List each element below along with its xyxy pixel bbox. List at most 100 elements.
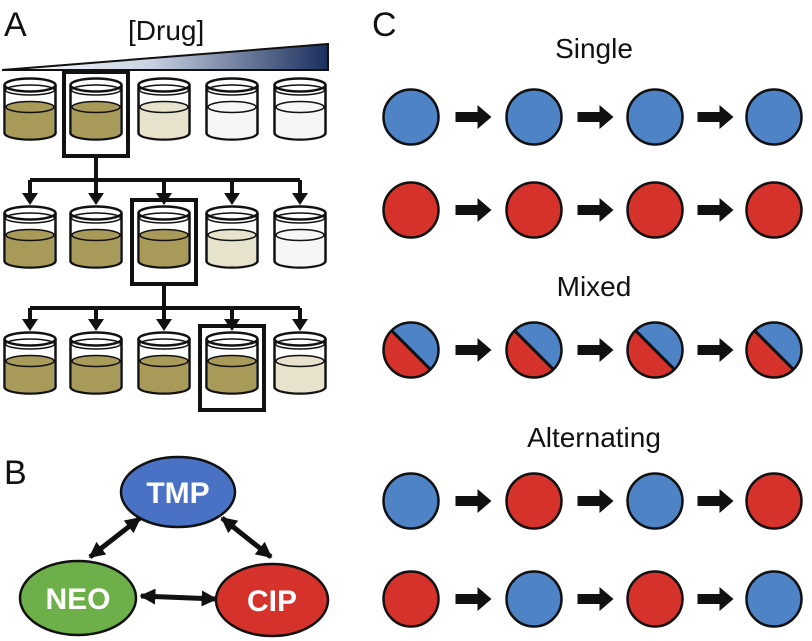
beaker-liquid-surface [139,354,189,368]
beaker-liquid-surface [139,100,189,114]
arrow-head [599,587,614,611]
sequence-arrow [697,489,734,513]
single-title: Single [555,33,633,64]
beaker [205,77,259,141]
blue-drug-circle [505,570,563,628]
beaker-rim-inner [274,212,326,224]
beaker-liquid [6,361,54,393]
sequence-arrow [697,105,734,129]
beaker-liquid [276,361,324,393]
beaker [273,331,327,395]
beaker-liquid [6,107,54,139]
cip-node [214,562,330,638]
beaker [205,331,259,395]
transfer-arrow-head [156,319,172,331]
mixed-divider [753,329,795,371]
panel-a-serial-passage [3,70,327,412]
panel-b-letter: B [4,454,27,492]
transfer-arrow-head [292,193,308,205]
beaker [137,77,191,141]
beaker [3,331,57,395]
beaker-rim-inner [70,212,122,224]
sequence-arrow [577,489,614,513]
sequence-arrow [455,105,492,129]
arrow-shaft [455,205,480,215]
sequence-arrow [577,338,614,362]
arrow-shaft [577,112,602,122]
beaker-liquid [140,107,188,139]
mixed-divider [390,329,432,371]
mixed-title: Mixed [557,271,632,302]
beaker-liquid-surface [71,100,121,114]
red-drug-circle [745,472,803,530]
blue-drug-circle [626,472,684,530]
beaker-liquid-surface [207,100,257,114]
beaker-liquid-surface [275,100,325,114]
beaker [273,205,327,269]
arrow-shaft [455,345,480,355]
arrow-head [477,105,492,129]
cip-label: CIP [247,585,297,618]
mixed-drug-circle [382,321,440,379]
sequence-arrow [455,198,492,222]
alternating-title: Alternating [527,422,661,453]
beaker-liquid [276,107,324,139]
beaker-rim-inner [274,338,326,350]
blue-drug-circle [382,88,440,146]
red-drug-circle [505,181,563,239]
arrow-shaft [697,594,722,604]
beaker-rim-inner [4,212,56,224]
neo-node [18,559,138,637]
arrow-head [719,587,734,611]
beaker [3,205,57,269]
beaker-liquid [208,235,256,267]
panel-b-drug-network: TMP NEO CIP [18,455,330,638]
mixed-drug-circle [505,321,563,379]
transfer-arrow-head [22,319,38,331]
mixed-outline [626,321,684,379]
beaker-liquid [72,235,120,267]
mixed-blue-half [635,322,683,370]
beaker [273,77,327,141]
transfer-arrow-head [292,319,308,331]
beaker-rim-inner [206,212,258,224]
tmp-label: TMP [146,477,209,510]
arrow-shaft [697,345,722,355]
beaker-liquid-surface [207,228,257,242]
mixed-blue-half [391,322,439,370]
mixed-red-half [746,330,794,378]
mixed-divider [634,329,676,371]
beaker-liquid [276,235,324,267]
transfer-arrow-head [88,319,104,331]
beaker-rim-inner [4,338,56,350]
arrow-shaft [455,594,480,604]
beaker-rim-inner [206,84,258,96]
blue-drug-circle [626,88,684,146]
arrow-head [477,338,492,362]
beaker-liquid [6,235,54,267]
mixed-drug-circle [626,321,684,379]
beaker-liquid-surface [71,228,121,242]
neo-cip-arrow [139,588,218,607]
beaker [137,205,191,269]
drug-label: [Drug] [128,15,204,46]
panel-c-letter: C [372,6,397,44]
mixed-outline [745,321,803,379]
arrow-shaft [697,496,722,506]
beaker [69,205,123,269]
red-drug-circle [382,570,440,628]
mixed-blue-half [514,322,562,370]
arrow-head [599,198,614,222]
tmp-cip-arrow [220,516,273,559]
transfer-arrow-head [88,193,104,205]
beaker-liquid-surface [5,228,55,242]
beaker [205,205,259,269]
neo-label: NEO [45,583,110,616]
mixed-blue-half [754,322,802,370]
selected-beaker-box [198,324,266,412]
arrow-shaft [577,496,602,506]
arrow-head [599,489,614,513]
red-drug-circle [505,472,563,530]
sequence-arrow [455,338,492,362]
